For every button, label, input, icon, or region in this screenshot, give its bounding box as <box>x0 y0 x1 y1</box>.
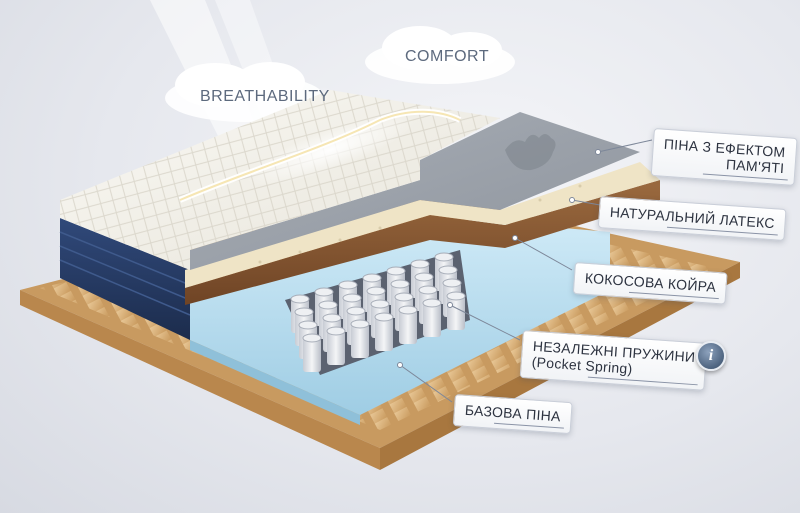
spring-coil <box>423 303 441 337</box>
spring-cap <box>338 280 358 290</box>
spring-cap <box>442 278 462 288</box>
spring-cap <box>390 279 410 289</box>
comfort-label: COMFORT <box>405 48 490 65</box>
breathability-label: BREATHABILITY <box>200 88 330 105</box>
spring-cap <box>398 305 418 315</box>
pocket-springs <box>285 250 470 375</box>
cloud-comfort <box>365 26 515 84</box>
spring-cap <box>394 292 414 302</box>
latex-layer <box>185 162 660 288</box>
coir-label: КОКОСОВА КОЙРА <box>584 269 717 295</box>
spring-cap <box>374 312 394 322</box>
spring-coil <box>327 331 345 365</box>
mattress-side <box>59 218 191 340</box>
spring-cap <box>294 307 314 317</box>
spring-coil <box>351 324 369 358</box>
base-foam-label: БАЗОВА ПІНА <box>464 401 562 425</box>
spring-cap <box>362 273 382 283</box>
spring-cap <box>322 313 342 323</box>
spring-cap <box>342 293 362 303</box>
callout-memory-foam: ПІНА З ЕФЕКТОМ ПАМ'ЯТІ <box>650 128 798 186</box>
spring-cap <box>302 333 322 343</box>
spring-coil <box>447 296 465 330</box>
info-icon[interactable]: i <box>696 341 726 371</box>
quilted-top <box>60 90 500 270</box>
spring-cap <box>386 266 406 276</box>
memory-foam-layer <box>190 112 640 270</box>
spring-cap <box>410 259 430 269</box>
spring-cap <box>414 272 434 282</box>
spring-cap <box>314 287 334 297</box>
callout-leaders <box>397 139 653 403</box>
spring-cap <box>366 286 386 296</box>
spring-cap <box>290 294 310 304</box>
spring-cap <box>438 265 458 275</box>
spring-cap <box>318 300 338 310</box>
spring-cap <box>350 319 370 329</box>
spring-coil <box>303 338 321 372</box>
spring-coil <box>375 317 393 351</box>
spring-cap <box>326 326 346 336</box>
spring-cap <box>298 320 318 330</box>
spring-cap <box>370 299 390 309</box>
spring-cap <box>446 291 466 301</box>
latex-label: НАТУРАЛЬНИЙ ЛАТЕКС <box>609 203 776 232</box>
spring-cap <box>418 285 438 295</box>
spring-coil <box>399 310 417 344</box>
spring-cap <box>422 298 442 308</box>
spring-cap <box>434 252 454 262</box>
hand-imprint <box>505 134 556 171</box>
spring-cap <box>346 306 366 316</box>
